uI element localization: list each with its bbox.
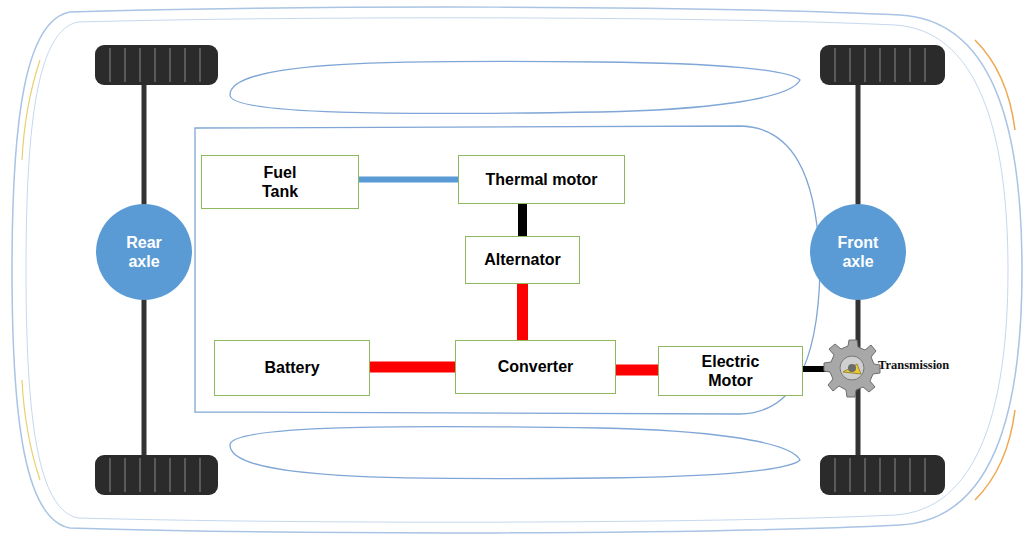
window-outline: [230, 61, 800, 113]
component-box: Converter: [455, 340, 616, 394]
component-box: Electric Motor: [658, 346, 803, 396]
wheel: [95, 455, 218, 495]
component-name: Rear axle: [119, 233, 169, 271]
fuel-line: [359, 177, 458, 183]
cabin-outline: [195, 126, 820, 414]
component-box: Thermal motor: [458, 155, 625, 204]
circle-outline: [810, 204, 906, 300]
wheel: [820, 45, 945, 85]
car-body-outline: [12, 7, 1022, 533]
axle-circle: Front axle: [810, 204, 906, 300]
component-box: Fuel Tank: [201, 155, 359, 209]
headlight-line: [975, 410, 1015, 500]
component-name: Fuel Tank: [250, 163, 310, 201]
taillight-line: [22, 380, 40, 480]
power-line: [616, 365, 658, 376]
axle-circle: Rear axle: [96, 204, 192, 300]
power-line: [370, 362, 455, 373]
component-name: Front axle: [833, 233, 883, 271]
component-name: Alternator: [484, 250, 560, 269]
component-box: Battery: [214, 340, 370, 396]
headlight-line: [975, 40, 1015, 130]
car-body-inner-outline: [26, 18, 1008, 522]
component-name: Battery: [264, 358, 319, 377]
taillight-line: [22, 60, 40, 160]
component-name: Electric Motor: [691, 352, 771, 390]
component-name: Thermal motor: [485, 170, 597, 189]
component-name: Converter: [498, 357, 574, 376]
wheel: [820, 455, 945, 495]
circle-outline: [96, 204, 192, 300]
component-box: Alternator: [465, 236, 580, 284]
part-label: Transmission: [878, 358, 949, 373]
window-outline: [230, 427, 800, 479]
power-line: [517, 284, 528, 340]
transmission-icon: [824, 340, 880, 397]
mechanical-link: [518, 204, 527, 236]
wheel: [95, 45, 218, 85]
